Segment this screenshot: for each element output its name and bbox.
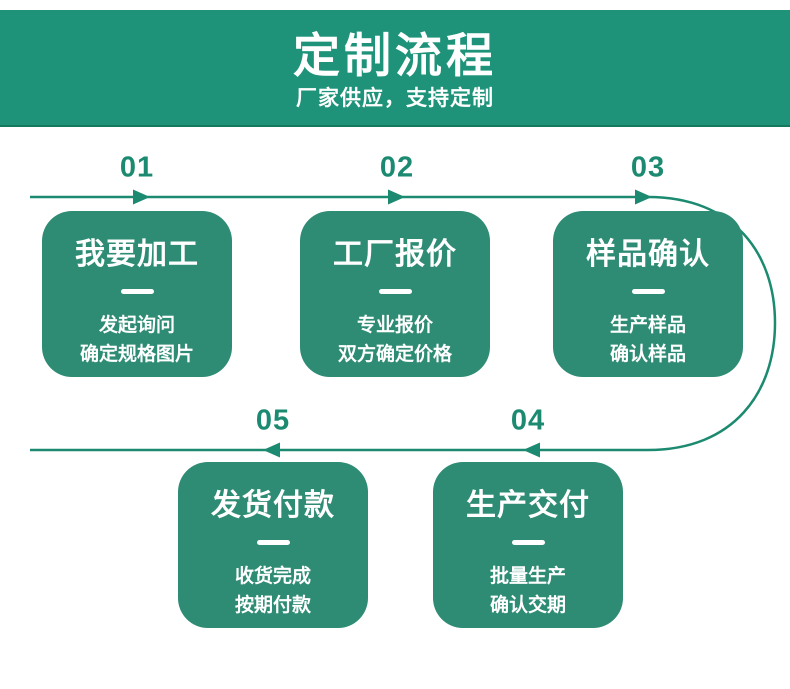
- step-card-4: 生产交付 批量生产 确认交期: [433, 462, 623, 628]
- step-title: 样品确认: [586, 238, 710, 271]
- arrow-left-icon: [523, 442, 540, 458]
- page-subtitle: 厂家供应，支持定制: [296, 87, 494, 110]
- step-detail-line: 发起询问: [98, 315, 175, 336]
- step-detail-line: 收货完成: [234, 566, 311, 587]
- step-title: 发货付款: [211, 489, 335, 522]
- step-title: 生产交付: [466, 489, 590, 522]
- arrow-right-icon: [133, 189, 150, 205]
- step-card-1: 我要加工 发起询问 确定规格图片: [42, 211, 232, 377]
- step-detail-line: 确认交期: [489, 595, 566, 616]
- flow-path: [30, 195, 777, 452]
- step-card-2: 工厂报价 专业报价 双方确定价格: [300, 211, 490, 377]
- step-title: 我要加工: [75, 238, 199, 271]
- step-detail-line: 批量生产: [489, 566, 566, 587]
- step-detail-line: 确认样品: [609, 344, 686, 365]
- step-detail-line: 生产样品: [609, 315, 686, 336]
- step-title: 工厂报价: [333, 238, 457, 271]
- arrow-left-icon: [263, 442, 280, 458]
- step-number-2: 02: [379, 151, 415, 184]
- step-number-5: 05: [255, 404, 291, 437]
- divider-dash: [511, 540, 545, 545]
- divider-dash: [120, 289, 154, 294]
- step-card-5: 发货付款 收货完成 按期付款: [178, 462, 368, 628]
- step-detail-line: 确定规格图片: [79, 344, 194, 365]
- step-detail-line: 双方确定价格: [337, 344, 452, 365]
- banner: 定制流程 厂家供应，支持定制: [0, 10, 790, 127]
- step-detail-line: 按期付款: [234, 595, 311, 616]
- step-card-3: 样品确认 生产样品 确认样品: [553, 211, 743, 377]
- arrow-right-icon: [635, 189, 652, 205]
- step-number-1: 01: [119, 151, 155, 184]
- divider-dash: [256, 540, 290, 545]
- divider-dash: [378, 289, 412, 294]
- arrow-right-icon: [388, 189, 405, 205]
- step-number-3: 03: [630, 151, 666, 184]
- divider-dash: [631, 289, 665, 294]
- page-title: 定制流程: [293, 29, 497, 82]
- step-number-4: 04: [510, 404, 546, 437]
- step-detail-line: 专业报价: [356, 315, 433, 336]
